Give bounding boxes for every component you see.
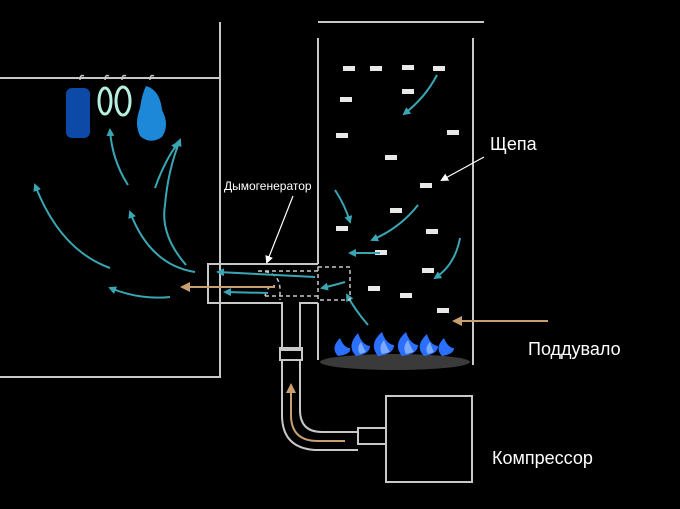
dashed-path bbox=[257, 266, 351, 301]
smoking-chamber bbox=[0, 22, 221, 378]
rings-icon bbox=[97, 74, 132, 117]
label-chips: Щепа bbox=[490, 134, 537, 154]
smoke-pipe bbox=[207, 263, 318, 361]
chip-icon bbox=[385, 155, 397, 160]
smoke-arrow bbox=[106, 128, 129, 186]
dashed-pipe bbox=[257, 270, 318, 300]
chip-icon bbox=[368, 286, 380, 291]
smoke-arrow bbox=[128, 210, 196, 273]
meat-icon bbox=[137, 74, 166, 141]
chip-icon bbox=[375, 250, 387, 255]
generator-tower bbox=[317, 21, 484, 365]
air-tube bbox=[281, 360, 358, 451]
hanging-products bbox=[66, 74, 166, 141]
chip-icon bbox=[343, 66, 355, 71]
pipe-junction bbox=[279, 347, 303, 361]
smoke-arrow bbox=[108, 286, 171, 299]
chamber-smoke-flows bbox=[33, 128, 196, 299]
chip-icon bbox=[426, 229, 438, 234]
label-air-inlet: Поддувало bbox=[528, 339, 621, 359]
chip-icon bbox=[422, 268, 434, 273]
chip-icon bbox=[390, 208, 402, 213]
smoke-arrow bbox=[216, 268, 316, 278]
chip-icon bbox=[402, 89, 414, 94]
burner bbox=[320, 332, 470, 370]
dashed-box bbox=[317, 266, 351, 301]
smoke-arrow bbox=[163, 138, 187, 266]
label-smoke-generator: Дымогенератор bbox=[224, 179, 312, 193]
chip-icon bbox=[400, 293, 412, 298]
air-arrow bbox=[286, 383, 345, 442]
compressor-assembly bbox=[281, 360, 473, 483]
pointer-chips bbox=[440, 156, 485, 181]
smoke-arrow bbox=[334, 189, 353, 224]
pointer-generator bbox=[265, 195, 294, 264]
sausage-icon bbox=[66, 74, 90, 138]
chip-icon bbox=[402, 65, 414, 70]
chip-icon bbox=[336, 133, 348, 138]
chip-icon bbox=[336, 226, 348, 231]
flame-core-icon bbox=[358, 340, 434, 354]
smoke-arrow bbox=[370, 204, 419, 242]
chip-icon bbox=[437, 308, 449, 313]
label-compressor: Компрессор bbox=[492, 448, 593, 468]
compressor-box bbox=[385, 395, 473, 483]
chip-icon bbox=[370, 66, 382, 71]
smoke-arrow bbox=[223, 288, 269, 297]
smoke-arrow bbox=[33, 183, 111, 269]
flame-icon bbox=[334, 332, 454, 356]
chip-icon bbox=[433, 66, 445, 71]
chip-icon bbox=[447, 130, 459, 135]
pipe-flows bbox=[180, 268, 316, 297]
smoke-arrow bbox=[154, 141, 180, 189]
label-pointers bbox=[265, 156, 485, 264]
smoke-arrow bbox=[433, 237, 461, 280]
smoke-arrow bbox=[320, 281, 346, 291]
compressor-nozzle bbox=[357, 427, 387, 445]
chip-icon bbox=[420, 183, 432, 188]
ash-bed bbox=[320, 354, 470, 370]
wood-chips bbox=[336, 65, 459, 313]
tower-smoke-flows bbox=[320, 74, 461, 326]
pipe-outline bbox=[207, 263, 318, 351]
chip-icon bbox=[340, 97, 352, 102]
chamber-wall bbox=[0, 22, 221, 378]
smoke-arrow bbox=[346, 293, 369, 326]
smoke-arrow bbox=[402, 74, 438, 116]
